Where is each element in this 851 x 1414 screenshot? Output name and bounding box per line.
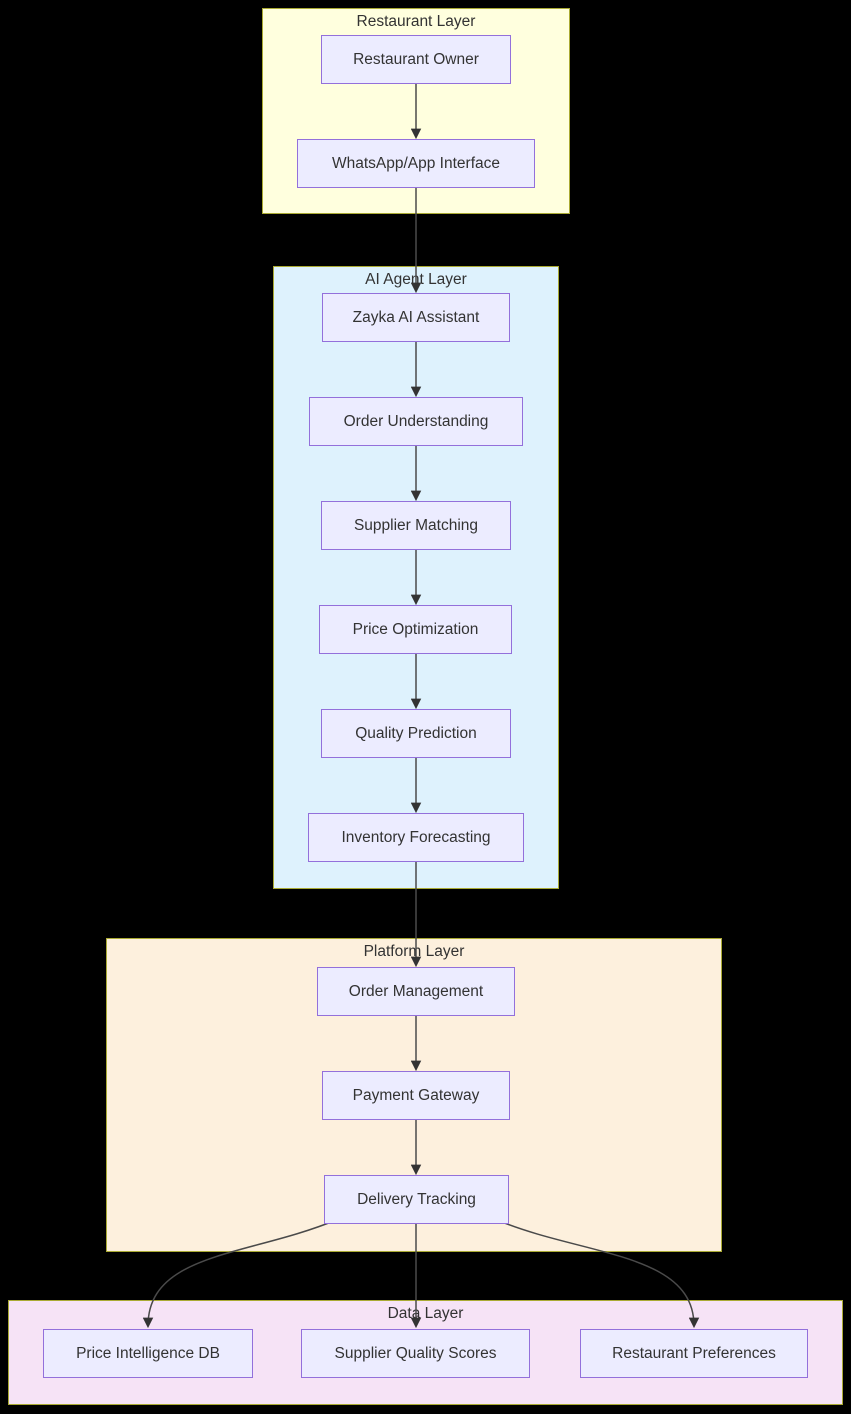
node-restaurant-owner: Restaurant Owner (321, 35, 511, 84)
node-order-management: Order Management (317, 967, 515, 1016)
node-label: Price Intelligence DB (76, 1344, 220, 1362)
node-supplier-quality-scores: Supplier Quality Scores (301, 1329, 530, 1378)
node-inventory-forecasting: Inventory Forecasting (308, 813, 524, 862)
platform-layer-title: Platform Layer (363, 943, 465, 960)
node-payment-gateway: Payment Gateway (322, 1071, 510, 1120)
node-label: Restaurant Preferences (612, 1344, 776, 1362)
data-layer-title: Data Layer (387, 1305, 464, 1322)
node-label: Delivery Tracking (357, 1190, 476, 1208)
node-label: Price Optimization (352, 620, 479, 638)
node-price-intelligence-db: Price Intelligence DB (43, 1329, 253, 1378)
node-label: Order Management (348, 982, 484, 1000)
node-label: Payment Gateway (352, 1086, 480, 1104)
ai-agent-layer-group: AI Agent Layer (273, 266, 559, 889)
node-label: Quality Prediction (355, 724, 477, 742)
node-label: WhatsApp/App Interface (331, 154, 500, 172)
node-zayka-ai-assistant: Zayka AI Assistant (322, 293, 510, 342)
node-supplier-matching: Supplier Matching (321, 501, 511, 550)
node-label: Zayka AI Assistant (352, 308, 480, 326)
restaurant-layer-title: Restaurant Layer (356, 13, 476, 30)
node-delivery-tracking: Delivery Tracking (324, 1175, 509, 1224)
node-order-understanding: Order Understanding (309, 397, 523, 446)
node-label: Supplier Matching (353, 516, 479, 534)
node-label: Order Understanding (343, 412, 489, 430)
node-whatsapp-app-interface: WhatsApp/App Interface (297, 139, 535, 188)
node-price-optimization: Price Optimization (319, 605, 512, 654)
node-label: Inventory Forecasting (341, 828, 491, 846)
node-quality-prediction: Quality Prediction (321, 709, 511, 758)
node-label: Supplier Quality Scores (334, 1344, 497, 1362)
ai-agent-layer-title: AI Agent Layer (365, 271, 467, 288)
node-restaurant-preferences: Restaurant Preferences (580, 1329, 808, 1378)
node-label: Restaurant Owner (353, 50, 479, 68)
